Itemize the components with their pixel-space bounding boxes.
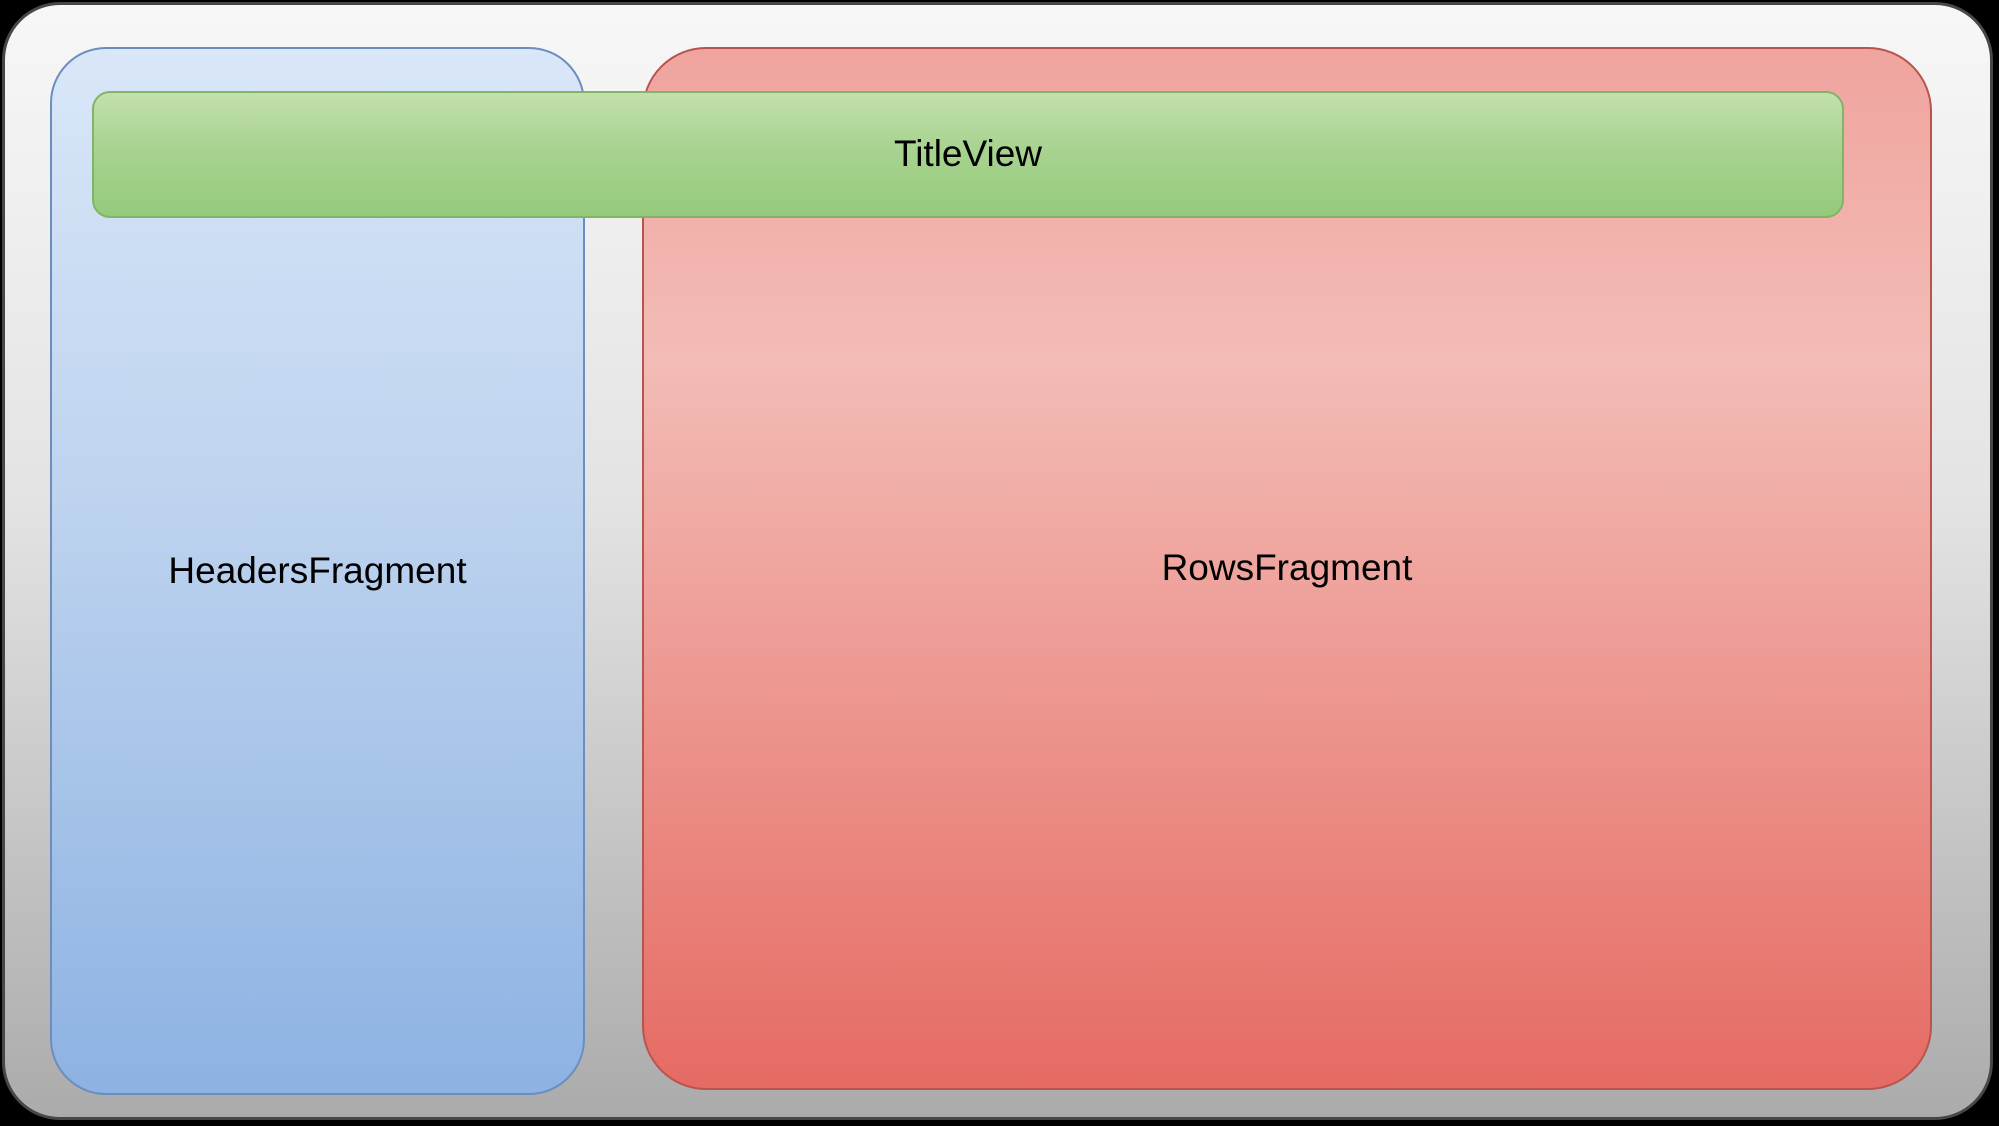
- title-view-bar: TitleView: [92, 91, 1844, 218]
- headers-fragment-label: HeadersFragment: [168, 549, 467, 591]
- title-view-label: TitleView: [893, 133, 1043, 175]
- headers-fragment-box: HeadersFragment: [50, 47, 585, 1095]
- rows-fragment-box: RowsFragment: [642, 47, 1932, 1090]
- rows-fragment-label: RowsFragment: [1161, 547, 1413, 589]
